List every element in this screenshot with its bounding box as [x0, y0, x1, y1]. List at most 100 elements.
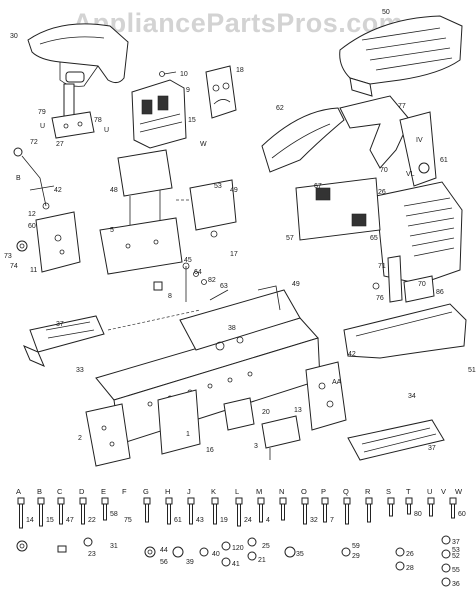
- callout-label: 64: [194, 269, 202, 276]
- hw-letter: U: [427, 487, 432, 496]
- hw-letter: J: [187, 487, 191, 496]
- hw-number: 31: [110, 543, 118, 550]
- bracket-3-part[interactable]: [261, 415, 301, 460]
- hw-number: 120: [232, 545, 244, 552]
- seat-part[interactable]: [27, 23, 129, 87]
- callout-label: B: [16, 175, 21, 182]
- side-bracket-61-part[interactable]: [399, 111, 437, 187]
- callout-label: 62: [276, 105, 284, 112]
- hw-number: 56: [160, 559, 168, 566]
- dash-console-part[interactable]: [131, 79, 187, 149]
- callout-label: 53: [214, 183, 222, 190]
- callout-label: 42: [54, 187, 62, 194]
- hw-number: 36: [452, 581, 460, 588]
- callout-label: 18: [236, 67, 244, 74]
- hw-letter: L: [235, 487, 239, 496]
- hw-letter: Q: [343, 487, 349, 496]
- callout-label: 63: [220, 283, 228, 290]
- callout-label: 9: [186, 87, 190, 94]
- hw-number: 25: [262, 543, 270, 550]
- hood-part[interactable]: [339, 15, 463, 97]
- callout-label: 60: [28, 223, 36, 230]
- bracket-16-part[interactable]: [223, 397, 255, 431]
- running-board-part[interactable]: [343, 303, 467, 359]
- hw-number: 47: [66, 517, 74, 524]
- hw-number: 44: [160, 547, 168, 554]
- hw-number: 26: [406, 551, 414, 558]
- hw-number: 22: [88, 517, 96, 524]
- hw-letter: F: [122, 487, 127, 496]
- right-side-plate-part[interactable]: [305, 361, 347, 431]
- support-plate-part[interactable]: [16, 211, 81, 273]
- frame-side-plate-part[interactable]: [157, 389, 201, 455]
- callout-label: AA: [332, 379, 342, 386]
- hw-number: 40: [212, 551, 220, 558]
- callout-label: 77: [398, 103, 406, 110]
- hw-number: 55: [452, 567, 460, 574]
- hw-number: 35: [296, 551, 304, 558]
- hw-number: 15: [46, 517, 54, 524]
- callout-label: 37: [428, 445, 436, 452]
- mount-bracket-67-part[interactable]: [295, 177, 381, 241]
- right-footrest-part[interactable]: [347, 419, 445, 461]
- callout-label: 78: [94, 117, 102, 124]
- bracket-53-part[interactable]: [176, 179, 237, 238]
- hw-letter: A: [16, 487, 21, 496]
- hw-number: 80: [414, 511, 422, 518]
- callout-label: 72: [30, 139, 38, 146]
- callout-label: 73: [4, 253, 12, 260]
- callout-label: 76: [376, 295, 384, 302]
- callout-labels: 30 50 10 18 9 15 W 79 78 27 U U 72 62 77…: [4, 9, 476, 454]
- callout-label: 3: [254, 443, 258, 450]
- callout-label: 51: [468, 367, 476, 374]
- hw-number: 23: [88, 551, 96, 558]
- fender-part[interactable]: [261, 107, 345, 173]
- ignition-key-part[interactable]: [159, 71, 177, 77]
- hw-number: 43: [196, 517, 204, 524]
- left-footrest-part[interactable]: [23, 315, 105, 367]
- callout-label: 38: [228, 325, 236, 332]
- callout-label: IV: [416, 137, 423, 144]
- linkage-rod-part[interactable]: [182, 262, 281, 311]
- nut-washer-icons: [16, 535, 451, 587]
- hw-number: 52: [452, 553, 460, 560]
- hw-number: 28: [406, 565, 414, 572]
- hw-letter: K: [211, 487, 216, 496]
- callout-label: 67: [314, 183, 322, 190]
- callout-label: 27: [56, 141, 64, 148]
- callout-label: 5: [110, 227, 114, 234]
- seat-post-part[interactable]: [51, 83, 95, 139]
- hw-letter: T: [406, 487, 411, 496]
- hw-letter: P: [321, 487, 326, 496]
- callout-label: 57: [286, 235, 294, 242]
- front-plate-part[interactable]: [85, 403, 131, 467]
- callout-label: 70: [380, 167, 388, 174]
- callout-label: 71: [378, 263, 386, 270]
- hw-letter: M: [256, 487, 262, 496]
- hw-number: 60: [458, 511, 466, 518]
- callout-label: 79: [38, 109, 46, 116]
- hardware-row: A B C D E F G H J K L M N O P Q R S T U …: [16, 487, 466, 588]
- callout-label: 33: [76, 367, 84, 374]
- callout-label: 45: [184, 257, 192, 264]
- hw-number: 7: [330, 517, 334, 524]
- hw-letter: G: [143, 487, 149, 496]
- hw-number: 61: [174, 517, 182, 524]
- callout-label: 17: [230, 251, 238, 258]
- center-bracket-part[interactable]: [99, 149, 183, 291]
- callout-label: 16: [206, 447, 214, 454]
- callout-label: VL: [406, 171, 415, 178]
- hw-number: 24: [244, 517, 252, 524]
- hw-letter: S: [386, 487, 391, 496]
- bracket-18-part[interactable]: [205, 65, 237, 119]
- callout-label: 10: [180, 71, 188, 78]
- hw-number: 75: [124, 517, 132, 524]
- hw-letter: H: [165, 487, 170, 496]
- small-bracket-71-part[interactable]: [372, 255, 435, 303]
- steering-linkage-part[interactable]: [13, 147, 55, 210]
- hw-number: 4: [266, 517, 270, 524]
- bracket-77-part[interactable]: [339, 95, 411, 169]
- hw-letter: O: [301, 487, 307, 496]
- callout-label: 20: [262, 409, 270, 416]
